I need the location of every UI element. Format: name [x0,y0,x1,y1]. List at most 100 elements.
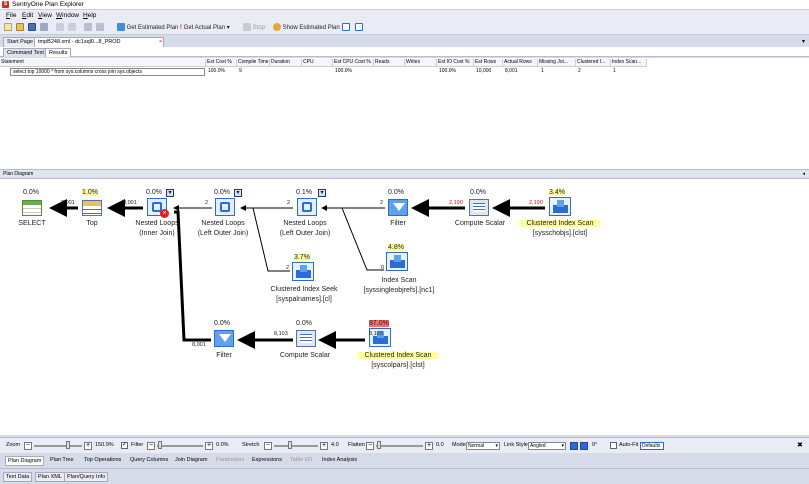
link-style-select[interactable]: Angled ▾ [528,442,566,450]
flatten-slider[interactable] [376,445,423,447]
filter-checkbox[interactable]: ✓ [121,442,128,449]
filter-icon[interactable] [214,330,234,347]
indent-icon[interactable] [96,23,104,33]
menu-file[interactable]: File [6,12,17,19]
zoom-slider-thumb[interactable] [66,441,70,449]
top-icon[interactable] [82,200,102,216]
stretch-slider-thumb[interactable] [288,441,292,449]
close-icon[interactable]: × [159,39,163,45]
col-clustered[interactable]: Clustered I... [576,59,611,67]
nested-loops-icon[interactable] [215,198,235,216]
index-scan-cell: 1 [613,68,616,74]
zoom-out-button[interactable]: − [24,442,32,450]
new-icon[interactable] [4,23,12,33]
menu-view[interactable]: View [38,12,52,19]
save-icon[interactable] [28,23,36,33]
tab-start-page[interactable]: Start Page [3,37,37,47]
zoom-slider[interactable] [34,445,82,447]
col-index-scan[interactable]: Index Scan... [611,59,647,67]
filter-minus-button[interactable]: − [147,442,155,450]
close-icon[interactable]: ✖ [797,442,803,449]
col-duration[interactable]: Duration [270,59,302,67]
top-cost: 1.0% [82,189,98,196]
outdent-icon[interactable] [84,23,92,33]
layout-split-icon[interactable] [355,23,363,33]
rows-cis2: 8,103 [369,331,383,337]
tab-top-operations[interactable]: Top Operations [84,457,122,463]
tab-plan-query-info[interactable]: Plan/Query Info [64,472,109,482]
mode-select[interactable]: Normal ▾ [466,442,500,450]
tab-plan-xml[interactable]: Plan XML [35,472,65,482]
tab-overflow-icon[interactable]: ▾ [801,39,805,45]
iscan-sub: [syssingleobjrefs].[nc1] [363,287,435,294]
clustered-index-seek-icon[interactable] [292,262,314,281]
index-scan-icon[interactable] [386,252,408,271]
zoom-in-button[interactable]: + [84,442,92,450]
tab-expressions[interactable]: Expressions [252,457,282,463]
tab-table-io[interactable]: Table I/O [290,457,313,463]
flatten-slider-thumb[interactable] [377,441,381,449]
tab-plan-diagram[interactable]: Plan Diagram [5,456,45,466]
get-actual-plan-button[interactable]: ! Get Actual Plan ▾ [180,23,230,33]
col-est-io-cost[interactable]: Est IO Cost % [437,59,474,67]
edit-icon[interactable] [40,23,48,33]
compute-scalar-icon[interactable] [296,330,316,347]
filter-slider-thumb[interactable] [158,441,162,449]
col-missing-joins[interactable]: Missing Joi... [538,59,576,67]
stop-button[interactable]: Stop [243,23,265,33]
clustered-index-scan-icon[interactable] [549,197,571,216]
filter-plus-button[interactable]: + [205,442,213,450]
chevron-down-icon[interactable]: ▾ [226,25,230,31]
menu-window[interactable]: Window [56,12,80,19]
rotate-left-icon[interactable] [570,442,578,450]
filter-slider[interactable] [157,445,203,447]
col-statement[interactable]: Statement [0,59,206,67]
defaults-button[interactable]: Defaults [640,442,664,450]
copy-icon[interactable] [56,23,64,33]
statement-cell[interactable]: select top 10000 * from sys.columns cros… [10,68,205,76]
tab-query-columns[interactable]: Query Columns [130,457,169,463]
get-estimated-plan-button[interactable]: Get Estimated Plan [117,23,178,33]
est-io-cell: 100.0% [439,68,456,74]
nested-loops-icon[interactable]: × [147,198,169,218]
tab-parameters[interactable]: Parameters [216,457,245,463]
menu-help[interactable]: Help [83,12,97,19]
nl-outer1-expand-icon[interactable]: ▾ [234,189,242,197]
tab-index-analysis[interactable]: Index Analysis [322,457,358,463]
open-icon[interactable] [16,23,24,33]
autofit-checkbox[interactable] [610,442,617,449]
clustered-index-scan-icon[interactable] [369,328,391,347]
filter-icon[interactable] [388,199,408,216]
compute-scalar-icon[interactable] [469,199,489,216]
show-estimated-plan-button[interactable]: Show Estimated Plan [273,23,340,33]
tab-join-diagram[interactable]: Join Diagram [175,457,208,463]
select-icon[interactable] [22,200,42,216]
rotate-right-icon[interactable] [580,442,588,450]
layout-icon[interactable] [342,23,350,33]
tab-plan-tree[interactable]: Plan Tree [50,457,74,463]
nested-loops-icon[interactable] [297,198,317,216]
tab-results[interactable]: Results [45,48,72,57]
flatten-plus-button[interactable]: + [425,442,433,450]
col-est-cpu-cost[interactable]: Est CPU Cost % [333,59,374,67]
flatten-minus-button[interactable]: − [366,442,374,450]
tab-active-plan[interactable]: tmpB248.xml - dc1sql0...8_PROD × [34,37,164,47]
pin-icon[interactable]: ◂ [802,171,805,177]
rows-filter2: 8,001 [192,342,206,348]
stretch-plus-button[interactable]: + [320,442,328,450]
nl-inner-expand-icon[interactable]: ▾ [166,189,174,197]
col-est-rows[interactable]: Est Rows [474,59,503,67]
col-compile-time[interactable]: Compile Time [237,59,270,67]
nl-outer2-expand-icon[interactable]: ▾ [318,189,326,197]
stretch-minus-button[interactable]: − [264,442,272,450]
stretch-slider[interactable] [274,445,318,447]
menu-edit[interactable]: Edit [22,12,34,19]
col-cpu[interactable]: CPU [302,59,333,67]
paste-icon[interactable] [68,23,76,33]
col-actual-rows[interactable]: Actual Rows [503,59,538,67]
col-reads[interactable]: Reads [374,59,405,67]
col-writes[interactable]: Writes [405,59,437,67]
col-est-cost[interactable]: Est Cost % [206,59,237,67]
tab-command-text[interactable]: Command Text [3,48,48,57]
tab-text-data[interactable]: Text Data [3,472,33,482]
